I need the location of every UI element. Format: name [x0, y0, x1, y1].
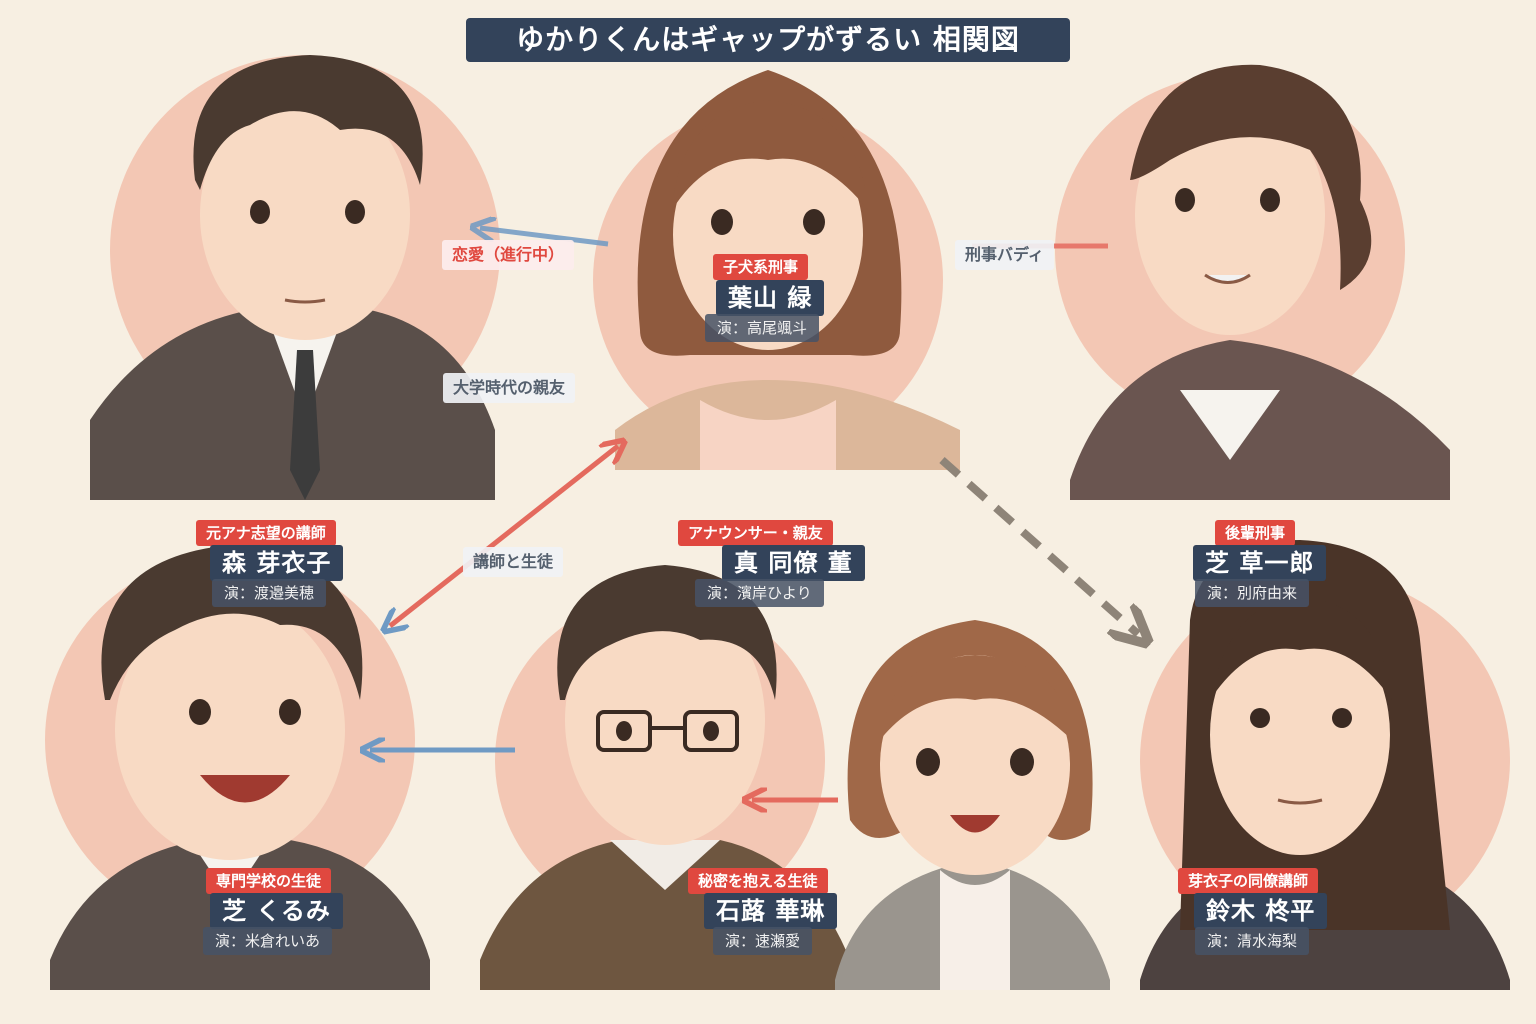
page-title: ゆかりくんはギャップがずるい 相関図 — [466, 18, 1070, 62]
character-tag: 元アナ志望の講師 — [196, 520, 336, 546]
character-actor: 演：清水海梨 — [1195, 927, 1310, 955]
relation-label-love: 恋愛（進行中） — [442, 240, 575, 270]
character-name: 芝 草一郎 — [1193, 545, 1327, 581]
character-tag: 芽衣子の同僚講師 — [1178, 868, 1319, 894]
character-actor: 演：高尾颯斗 — [705, 314, 820, 342]
character-tag: 専門学校の生徒 — [206, 868, 332, 894]
character-actor: 演：速瀬愛 — [713, 927, 813, 955]
character-name: 葉山 緑 — [716, 280, 825, 316]
character-actor: 演：別府由来 — [1195, 579, 1310, 607]
character-tag: アナウンサー・親友 — [678, 520, 833, 546]
character-name: 芝 くるみ — [210, 893, 343, 929]
character-actor: 演：濱岸ひより — [695, 579, 824, 607]
portrait-girl-hoodie — [835, 620, 1110, 990]
character-actor: 演：米倉れいあ — [203, 927, 333, 955]
character-tag: 子犬系刑事 — [713, 254, 809, 280]
relation-label-friends: 大学時代の親友 — [443, 373, 576, 403]
character-tag: 後輩刑事 — [1215, 520, 1296, 546]
relation-label-teacher-student: 講師と生徒 — [463, 547, 564, 577]
character-name: 石蕗 華琳 — [704, 893, 838, 929]
relation-label-buddy: 刑事バディ — [955, 240, 1054, 270]
relation-arrow-teacher-student — [390, 446, 618, 626]
relation-arrow-love — [480, 228, 609, 247]
character-actor: 演：渡邉美穂 — [212, 579, 327, 607]
portrait-long-hair-woman — [1140, 540, 1510, 990]
character-name: 森 芽衣子 — [210, 545, 344, 581]
relation-arrow-dashed — [939, 457, 1138, 634]
character-name: 真 同僚 董 — [722, 545, 865, 581]
portrait-woman-top-right — [1070, 64, 1450, 500]
character-name: 鈴木 柊平 — [1194, 893, 1328, 929]
character-tag: 秘密を抱える生徒 — [688, 868, 828, 894]
